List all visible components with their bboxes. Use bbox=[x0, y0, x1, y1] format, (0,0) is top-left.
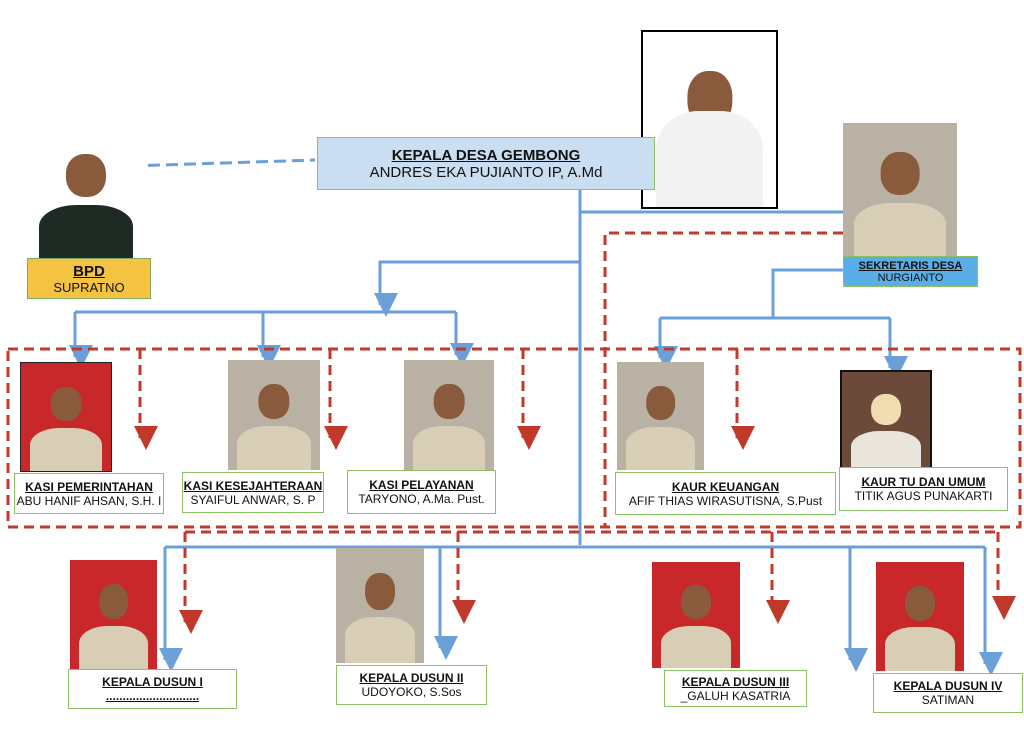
kepala-desa-box: KEPALA DESA GEMBONG ANDRES EKA PUJIANTO … bbox=[317, 137, 655, 190]
kepala-dusun-1-photo bbox=[70, 560, 157, 670]
kaur-tu-photo bbox=[840, 370, 932, 472]
kaur-name: TITIK AGUS PUNAKARTI bbox=[854, 489, 993, 503]
kasi-name: TARYONO, A.Ma. Pust. bbox=[358, 492, 485, 506]
blue-lines bbox=[69, 158, 1003, 676]
kepala-desa-photo bbox=[641, 30, 778, 209]
kepala-dusun-4-photo bbox=[876, 562, 964, 671]
kaur-title: KAUR KEUANGAN bbox=[671, 479, 780, 494]
kaur-title: KAUR TU DAN UMUM bbox=[861, 475, 986, 489]
dusun-title: KEPALA DUSUN IV bbox=[893, 679, 1003, 693]
sekretaris-name: NURGIANTO bbox=[877, 271, 944, 284]
kasi-pemerintahan-photo bbox=[20, 362, 112, 472]
sekretaris-photo bbox=[843, 123, 957, 256]
sekretaris-title: SEKRETARIS DESA bbox=[858, 259, 963, 272]
kasi-kesejahteraan-photo bbox=[228, 360, 320, 470]
dusun-box: KEPALA DUSUN III_GALUH KASATRIA bbox=[664, 670, 807, 707]
bpd-photo bbox=[27, 125, 145, 258]
sekretaris-box: SEKRETARIS DESA NURGIANTO bbox=[843, 256, 978, 287]
dusun-title: KEPALA DUSUN III bbox=[681, 674, 790, 689]
kepala-desa-name: ANDRES EKA PUJIANTO IP, A.Md bbox=[369, 163, 603, 181]
kepala-dusun-2-photo bbox=[336, 548, 424, 663]
dusun-name: _GALUH KASATRIA bbox=[680, 688, 791, 703]
kasi-title: KASI PEMERINTAHAN bbox=[25, 479, 153, 494]
dusun-name: ............................ bbox=[105, 689, 200, 703]
bpd-box: BPD SUPRATNO bbox=[27, 258, 151, 299]
kasi-pelayanan-photo bbox=[404, 360, 494, 470]
kepala-dusun-3-photo bbox=[652, 562, 740, 668]
dusun-name: UDOYOKO, S.Sos bbox=[361, 685, 462, 699]
kasi-title: KASI KESEJAHTERAAN bbox=[183, 478, 323, 493]
kaur-keuangan-photo bbox=[617, 362, 704, 470]
dusun-name: SATIMAN bbox=[921, 693, 975, 707]
dusun-title: KEPALA DUSUN I bbox=[102, 675, 203, 689]
dusun-title: KEPALA DUSUN II bbox=[359, 671, 464, 685]
kasi-name: ABU HANIF AHSAN, S.H. I bbox=[16, 493, 162, 508]
kaur-name: AFIF THIAS WIRASUTISNA, S.Pust bbox=[628, 493, 823, 508]
dusun-box: KEPALA DUSUN I..........................… bbox=[68, 669, 237, 709]
bpd-title: BPD bbox=[73, 262, 105, 280]
kepala-desa-title: KEPALA DESA GEMBONG bbox=[391, 146, 581, 164]
red-dashed-lines bbox=[6, 231, 1022, 634]
kasi-title: KASI PELAYANAN bbox=[369, 478, 474, 492]
kasi-name: SYAIFUL ANWAR, S. P bbox=[190, 492, 316, 507]
bpd-name: SUPRATNO bbox=[53, 279, 125, 295]
